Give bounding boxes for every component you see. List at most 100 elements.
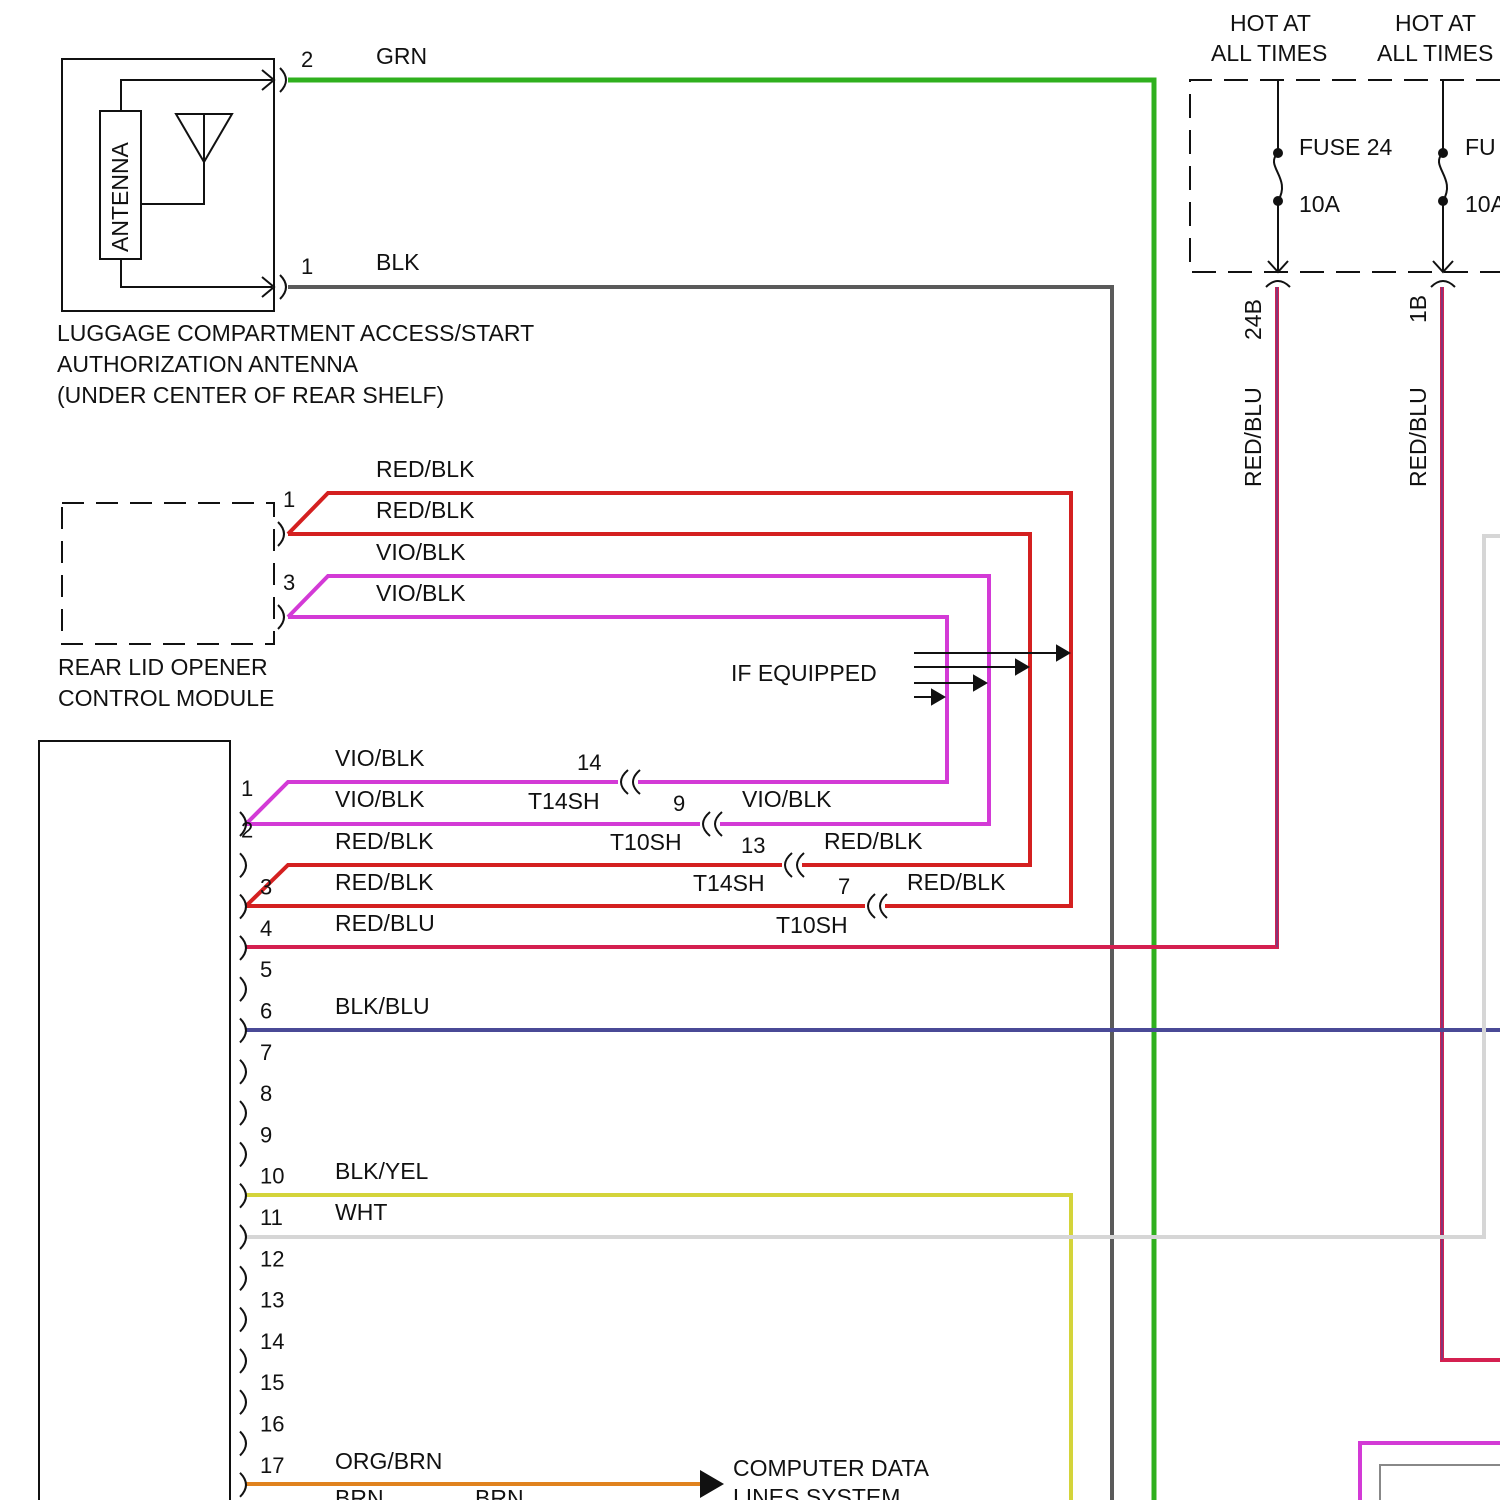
module-pin-4: 4 (260, 916, 272, 941)
rear-lid-wire-1: RED/BLK (376, 456, 475, 482)
p2-wire-a-label: RED/BLK (335, 828, 434, 854)
wires (246, 80, 1500, 1500)
inline-name-t10sh-b: T10SH (776, 912, 848, 938)
pin-connector-16-icon (240, 1432, 246, 1456)
if-equipped-label: IF EQUIPPED (731, 660, 877, 686)
module-pin-8: 8 (260, 1081, 272, 1106)
inline-wire-red-a: RED/BLK (824, 828, 923, 854)
p2-wire-b-label: RED/BLK (335, 869, 434, 895)
inline-wire-vio: VIO/BLK (742, 786, 832, 812)
pin-connector-7-icon (240, 1060, 246, 1084)
module-pin-3: 3 (260, 875, 272, 900)
antenna-module (62, 59, 286, 311)
module-pin-15: 15 (260, 1370, 284, 1395)
connector-24b-icon (1266, 281, 1290, 287)
pin-connector-8-icon (240, 1101, 246, 1125)
rear-lid-caption-2: CONTROL MODULE (58, 685, 274, 711)
inline-pin-9: 9 (673, 791, 685, 816)
rear-lid-wire-2: RED/BLK (376, 497, 475, 523)
rear-lid-wire-4: VIO/BLK (376, 580, 466, 606)
rear-lid-caption-1: REAR LID OPENER (58, 654, 268, 680)
antenna-symbol-icon (176, 114, 232, 162)
computer-data-arrow-icon (700, 1470, 724, 1498)
pin-connector-14-icon (240, 1349, 246, 1373)
inline-connector-t10sh-7-icon (868, 894, 887, 918)
connector-pin2-icon (280, 68, 286, 92)
module-pin-2: 2 (241, 817, 253, 842)
p17-wire-b-label: BRN (475, 1485, 524, 1500)
fuse1b-element-icon (1439, 153, 1447, 201)
fuse24-element-icon (1274, 153, 1282, 201)
antenna-lead-top (121, 80, 272, 111)
inline-pin-13: 13 (741, 833, 765, 858)
antenna-caption-3: (UNDER CENTER OF REAR SHELF) (57, 382, 444, 408)
main-module-box (39, 741, 230, 1500)
computer-data-label-2: LINES SYSTEM (733, 1484, 900, 1500)
arrow-head-icon (1016, 660, 1028, 674)
pin-connector-11-icon (240, 1225, 246, 1249)
arrow-head-icon (1057, 646, 1069, 660)
pin-connector-5-icon (240, 977, 246, 1001)
module-pin-10: 10 (260, 1164, 284, 1189)
antenna-inner-label: ANTENNA (107, 141, 133, 252)
wire-wht (246, 536, 1500, 1237)
module-pin-5: 5 (260, 957, 272, 982)
antenna-caption-2: AUTHORIZATION ANTENNA (57, 351, 359, 377)
connector-pin1-icon (280, 275, 286, 299)
module-pin-13: 13 (260, 1288, 284, 1313)
rear-lid-module-box (62, 503, 274, 644)
wire-grey-lower-right (1380, 1465, 1500, 1500)
hot-label-1b: ALL TIMES (1211, 40, 1327, 66)
pin-connector-13-icon (240, 1308, 246, 1332)
arrow-head-icon (974, 676, 986, 690)
antenna-lead-bottom (121, 259, 272, 287)
rear-lid-pin3: 3 (283, 570, 295, 595)
fuse1b-name: FU (1465, 134, 1496, 160)
wire-red-blu-1b (1442, 287, 1500, 1360)
inline-name-t14sh-a: T14SH (528, 788, 600, 814)
hot-label-2a: HOT AT (1395, 10, 1476, 36)
fuse24-wire-label: RED/BLU (1240, 387, 1266, 487)
inline-wire-red-b: RED/BLK (907, 869, 1006, 895)
fuse1b-rating: 10A (1465, 191, 1500, 217)
fuse1b-wire-label: RED/BLU (1405, 387, 1431, 487)
connector-rl-pin3-icon (278, 605, 284, 629)
pin-connector-4-icon (240, 936, 246, 960)
fuse24-dot-bottom (1273, 196, 1283, 206)
inline-connector-t14sh-13-icon (785, 853, 804, 877)
main-module-connectors (240, 812, 246, 1497)
connector-1b-icon (1431, 281, 1455, 287)
if-equipped-arrows (914, 646, 1069, 704)
module-pin-14: 14 (260, 1329, 284, 1354)
pin-connector-3-icon (240, 895, 246, 919)
antenna-pin1: 1 (301, 254, 313, 279)
antenna-module-box (62, 59, 274, 311)
module-pin-7: 7 (260, 1040, 272, 1065)
inline-name-t14sh-b: T14SH (693, 870, 765, 896)
module-pin-6: 6 (260, 999, 272, 1024)
pin-connector-2-icon (240, 853, 246, 877)
module-pin-16: 16 (260, 1412, 284, 1437)
pin-connector-10-icon (240, 1184, 246, 1208)
inline-connector-t10sh-9-icon (703, 812, 722, 836)
antenna-feed (141, 162, 204, 204)
pin-connector-6-icon (240, 1019, 246, 1043)
connector-rl-pin1-icon (278, 522, 284, 546)
inline-connector-t14sh-14-icon (621, 770, 640, 794)
fuse24-rating: 10A (1299, 191, 1341, 217)
p10-wire-label: WHT (335, 1199, 387, 1225)
p1-wire-b-label: VIO/BLK (335, 786, 425, 812)
fuse-box (1190, 80, 1500, 287)
module-pin-17: 17 (260, 1453, 284, 1478)
pin-connector-15-icon (240, 1390, 246, 1414)
p17-wire-a-label: BRN (335, 1485, 384, 1500)
rear-lid-module (62, 503, 284, 644)
module-pin-1: 1 (241, 776, 253, 801)
antenna-caption-1: LUGGAGE COMPARTMENT ACCESS/START (57, 320, 534, 346)
p1-wire-a-label: VIO/BLK (335, 745, 425, 771)
module-pin-12: 12 (260, 1246, 284, 1271)
p5-wire-label: BLK/BLU (335, 993, 430, 1019)
rear-lid-wire-3: VIO/BLK (376, 539, 466, 565)
hot-label-1a: HOT AT (1230, 10, 1311, 36)
